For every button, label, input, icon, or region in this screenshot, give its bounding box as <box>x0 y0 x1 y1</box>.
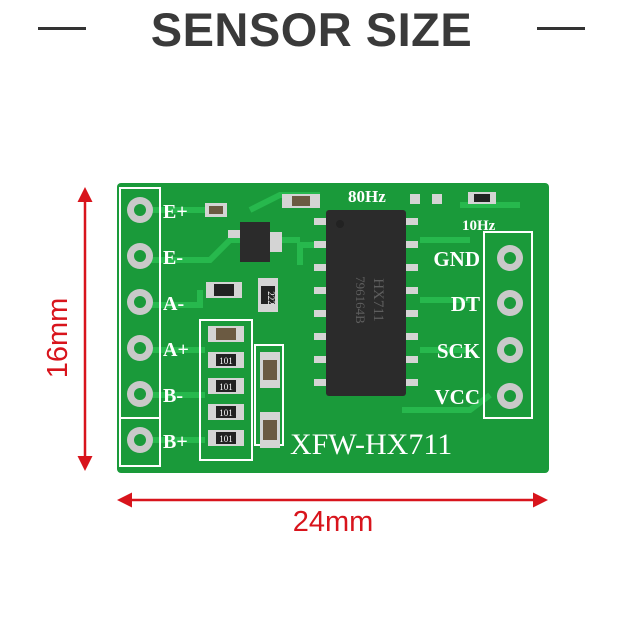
resistor-code: 101 <box>219 434 233 444</box>
title-dash-right <box>537 27 585 30</box>
pin-label-b-minus: B- <box>163 385 183 407</box>
width-dimension-label: 24mm <box>292 506 374 538</box>
pin-label-e-plus: E+ <box>163 201 188 223</box>
resistor-code: 101 <box>219 408 233 418</box>
board-name-label: XFW-HX711 <box>290 428 452 461</box>
right-pads <box>497 245 523 409</box>
resistor-code: 101 <box>219 382 233 392</box>
pin-label-a-minus: A- <box>163 293 184 315</box>
pin-label-vcc: VCC <box>435 385 481 409</box>
resistor-code-222: 222 <box>266 291 276 305</box>
height-dimension-label: 16mm <box>42 297 74 379</box>
freq-10hz-label: 10Hz <box>462 218 496 234</box>
pin-label-sck: SCK <box>437 339 481 363</box>
left-header-outline <box>119 187 533 467</box>
pin-label-e-minus: E- <box>163 247 183 269</box>
pin-label-a-plus: A+ <box>163 339 189 361</box>
left-pads <box>127 197 153 453</box>
hx711-chip <box>314 210 418 396</box>
title-dash-left <box>38 27 86 30</box>
page-title: SENSOR SIZE <box>150 3 473 56</box>
chip-marking-line2: 796164B <box>353 276 368 324</box>
pin-label-dt: DT <box>451 292 480 316</box>
freq-80hz-label: 80Hz <box>348 187 386 206</box>
transistor <box>228 222 282 262</box>
pin-label-b-plus: B+ <box>163 431 188 453</box>
chip-marking-line1: HX711 <box>370 278 386 322</box>
resistor-code: 101 <box>219 356 233 366</box>
smd-components <box>205 192 496 448</box>
pin-label-gnd: GND <box>433 247 480 271</box>
